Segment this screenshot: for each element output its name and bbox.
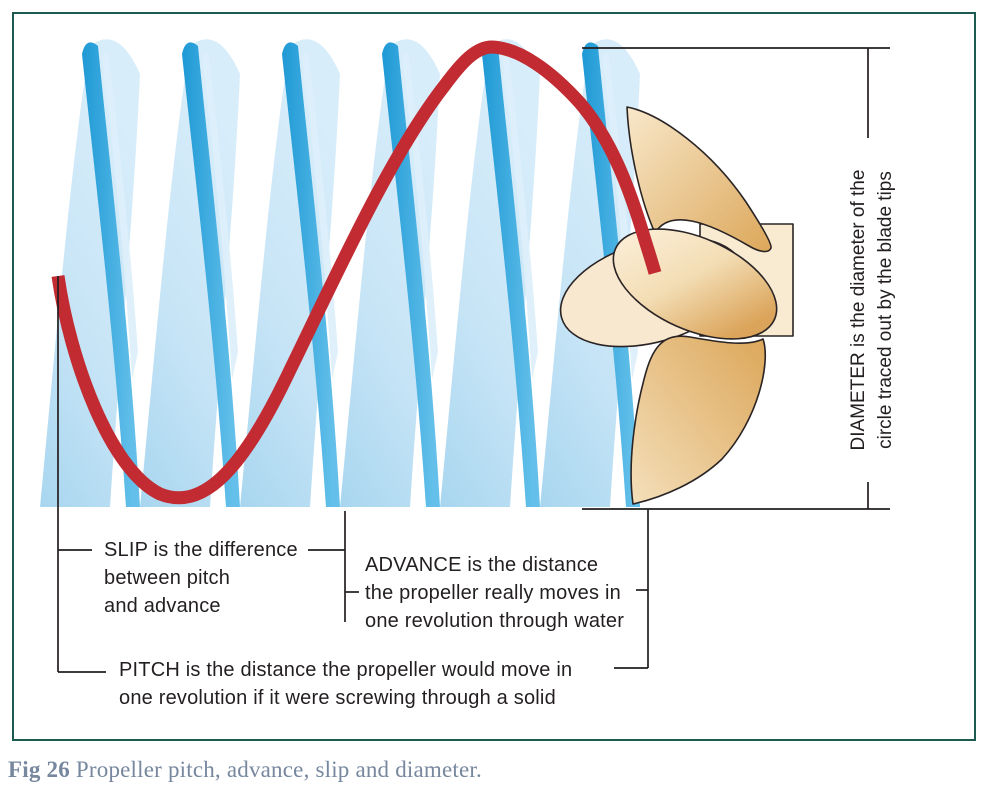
- caption-text: Propeller pitch, advance, slip and diame…: [75, 757, 482, 782]
- slip-label-line: and advance: [104, 595, 221, 617]
- slip-label: SLIP is the difference between pitch and…: [104, 536, 298, 620]
- diameter-label-line: DIAMETER is the diameter of the: [848, 169, 869, 451]
- dimension-lines: [57, 47, 890, 673]
- propeller-bottom-blade: [630, 335, 767, 505]
- diameter-label: DIAMETER is the diameter of the circle t…: [845, 140, 899, 480]
- advance-path-curve: [51, 40, 662, 505]
- slip-label-line: SLIP is the difference: [104, 539, 298, 561]
- slip-label-line: between pitch: [104, 567, 231, 589]
- pitch-label: PITCH is the distance the propeller woul…: [119, 656, 572, 712]
- propeller-top-blade: [626, 106, 772, 253]
- advance-label-line: the propeller really moves in: [365, 582, 621, 604]
- caption-fig-number: Fig 26: [8, 757, 70, 782]
- diameter-label-line: circle traced out by the blade tips: [875, 171, 896, 449]
- pitch-label-line: PITCH is the distance the propeller woul…: [119, 659, 573, 681]
- advance-label: ADVANCE is the distance the propeller re…: [365, 551, 624, 635]
- advance-label-line: ADVANCE is the distance: [365, 554, 599, 576]
- pitch-label-line: one revolution if it were screwing throu…: [119, 687, 556, 709]
- advance-label-line: one revolution through water: [365, 610, 625, 632]
